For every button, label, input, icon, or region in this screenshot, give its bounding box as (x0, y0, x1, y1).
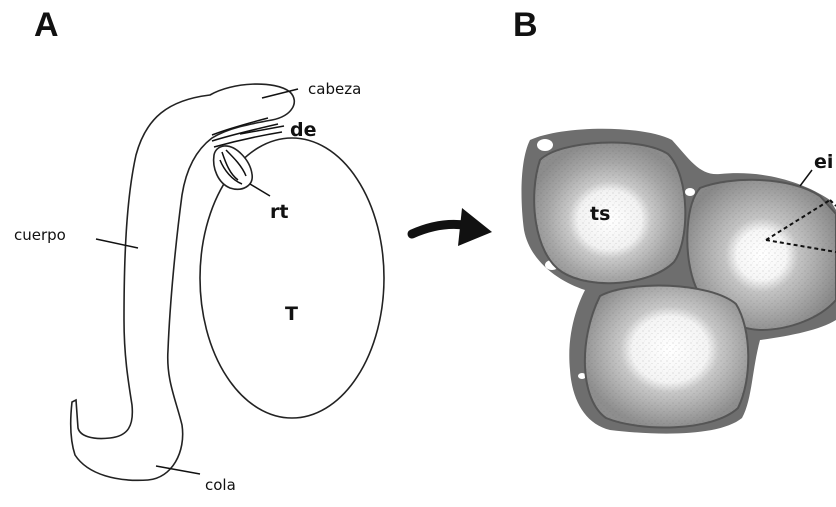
label-T: T (285, 303, 298, 325)
leader-ei (800, 170, 812, 186)
panel-b-letter: B (513, 6, 538, 44)
vessel-3 (685, 188, 695, 196)
tubule-3-texture (585, 286, 748, 428)
label-de: de (290, 119, 317, 141)
label-cabeza: cabeza (308, 80, 361, 98)
vessel-1 (537, 139, 553, 151)
epididymis-diagram: cabeza de rt cuerpo T cola (14, 80, 384, 494)
label-rt: rt (270, 201, 288, 223)
histology-micrograph: ts ei (522, 129, 836, 434)
arrow-head (458, 208, 492, 246)
label-ei: ei (814, 151, 833, 173)
label-cola: cola (205, 476, 236, 494)
label-cuerpo: cuerpo (14, 226, 66, 244)
transition-arrow (412, 208, 492, 246)
rete-testis (214, 146, 253, 189)
label-ts: ts (590, 203, 610, 225)
panel-a-letter: A (34, 6, 59, 44)
